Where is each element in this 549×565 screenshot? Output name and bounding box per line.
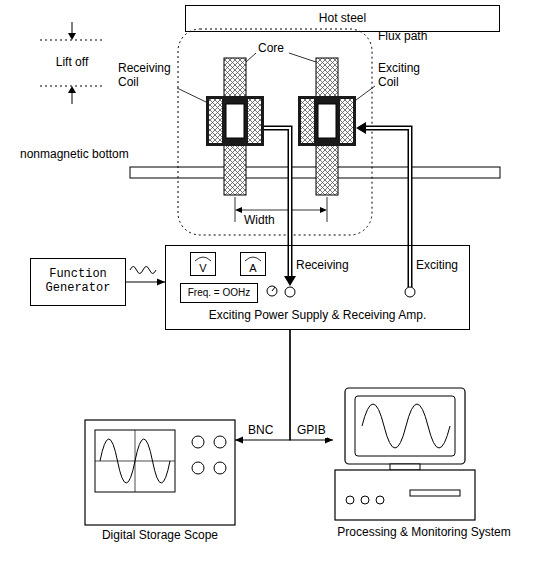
node-label: Receiving xyxy=(296,259,349,273)
core-bar xyxy=(316,58,338,195)
exciting-wire xyxy=(356,122,410,287)
voltmeter: V xyxy=(190,252,216,276)
computer-button xyxy=(346,496,354,504)
power-supply-box: Receiving ExcitingExciting Power Supply &… xyxy=(165,245,470,330)
ammeter: A xyxy=(240,252,266,276)
drive-slot xyxy=(410,490,460,496)
dimension-label: Width xyxy=(244,214,275,228)
node-label: Digital Storage Scope xyxy=(85,529,235,543)
wire-inner xyxy=(264,128,290,276)
node-label: A xyxy=(249,262,256,275)
dotted-line xyxy=(40,40,105,41)
connector-jack xyxy=(405,287,415,297)
coil-body xyxy=(298,96,356,146)
dimension-label: Lift off xyxy=(42,56,102,70)
node-label: V xyxy=(199,262,206,275)
arrowhead xyxy=(157,279,165,286)
leader-line xyxy=(356,86,375,100)
oscilloscope-drawing xyxy=(85,420,235,525)
function-generator-box: Function Generator xyxy=(30,258,126,306)
receiving-coil-symbol xyxy=(206,96,264,146)
meter-arc xyxy=(195,257,211,261)
connector xyxy=(290,330,333,444)
monitor-case xyxy=(345,388,465,464)
leader-lines xyxy=(177,53,375,102)
scope-knob xyxy=(192,462,204,474)
scope-screen xyxy=(95,430,175,492)
arrowhead xyxy=(356,122,366,134)
computer-button xyxy=(361,496,369,504)
bobbin xyxy=(318,104,336,138)
part-label: Exciting Coil xyxy=(378,62,435,90)
frequency-knob xyxy=(267,286,277,296)
sine-symbol xyxy=(130,267,156,274)
arrowhead xyxy=(68,33,76,40)
frequency-display: Freq. = OOHz xyxy=(180,283,258,303)
monitoring-system: Processing & Monitoring System xyxy=(333,385,515,545)
lift-off-dimension xyxy=(40,22,105,104)
leader-line xyxy=(289,53,316,62)
coil-winding xyxy=(340,99,353,143)
arrowhead xyxy=(320,207,327,213)
coil-winding xyxy=(209,99,222,143)
dimension-line xyxy=(240,210,322,211)
wire-outer xyxy=(366,128,410,287)
bobbin xyxy=(226,104,244,138)
panel-title: Exciting Power Supply & Receiving Amp. xyxy=(166,309,469,323)
scope-knob xyxy=(214,462,226,474)
arrowhead xyxy=(68,86,76,93)
exciting-coil-symbol xyxy=(298,96,356,146)
monitor-stand xyxy=(390,464,420,470)
leader-line xyxy=(246,53,256,62)
computer-drawing xyxy=(335,388,475,520)
connector-label: GPIB xyxy=(296,424,327,438)
connector xyxy=(235,330,290,444)
node-label: Freq. = OOHz xyxy=(188,287,251,299)
scope-knob xyxy=(192,436,204,448)
leader-line xyxy=(177,88,206,102)
wire-outer xyxy=(264,128,290,276)
connector-line xyxy=(235,330,290,440)
extension-line xyxy=(235,197,236,222)
steel-plate: Hot steel xyxy=(185,5,500,32)
wire-inner xyxy=(366,128,410,287)
dimension-line xyxy=(72,92,73,104)
computer-button xyxy=(376,496,384,504)
knob-pointer xyxy=(272,287,275,291)
scope-knob xyxy=(214,436,226,448)
part-label: Flux path xyxy=(378,30,427,44)
dimension-line xyxy=(72,22,73,34)
monitor-screen xyxy=(355,396,455,456)
connector-line xyxy=(290,330,333,440)
arrowhead xyxy=(284,276,296,286)
extension-line xyxy=(327,197,328,222)
coil-winding xyxy=(301,99,314,143)
node-label: Processing & Monitoring System xyxy=(333,526,515,540)
coil-body xyxy=(206,96,264,146)
part-label: Core xyxy=(258,42,284,56)
coil-winding xyxy=(248,99,261,143)
part-label: Receiving Coil xyxy=(118,62,175,90)
monitor-trace xyxy=(362,404,450,448)
arrowhead xyxy=(235,437,243,444)
connector xyxy=(126,279,165,286)
storage-scope: Digital Storage Scope xyxy=(85,420,235,546)
node-label: Function Generator xyxy=(33,268,123,296)
dotted-line xyxy=(40,86,105,87)
arrowhead xyxy=(235,207,242,213)
nonmagnetic-plate xyxy=(130,167,500,178)
scope-case xyxy=(85,420,235,525)
connector-jack xyxy=(285,287,295,297)
node-label: Exciting xyxy=(416,259,458,273)
scope-trace xyxy=(100,439,170,483)
meter-arc xyxy=(245,257,261,261)
computer-case xyxy=(335,470,475,520)
flux-path xyxy=(178,29,372,235)
receiving-wire xyxy=(264,128,296,286)
part-label: nonmagnetic bottom xyxy=(20,148,129,162)
node-label: Hot steel xyxy=(319,12,366,26)
connector-label: BNC xyxy=(247,424,274,438)
core-bar xyxy=(224,58,246,195)
